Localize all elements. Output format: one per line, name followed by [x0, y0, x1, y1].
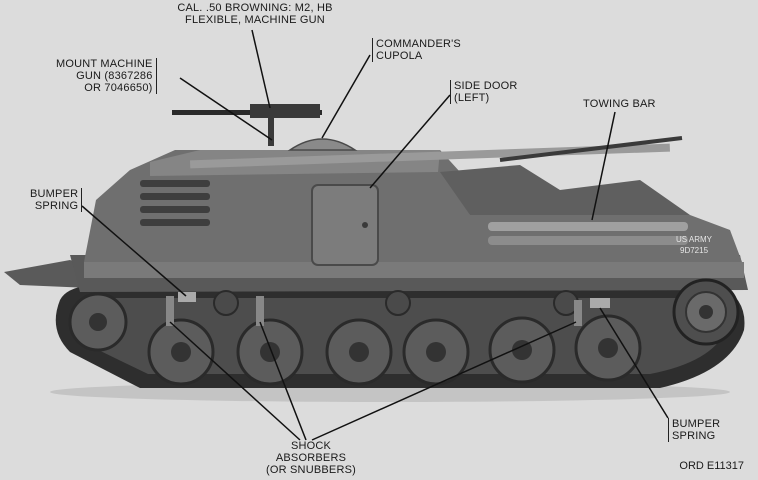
boom-rod — [499, 136, 683, 162]
callout-bumper-right-line-1: BUMPER — [672, 418, 721, 430]
leader-mount — [179, 77, 273, 141]
towing-bar-2 — [488, 236, 688, 245]
shock-absorber-2 — [256, 296, 264, 326]
callout-side-door-line-1: SIDE DOOR — [454, 80, 518, 92]
callout-shock-line-2: ABSORBERS — [275, 452, 347, 464]
callout-browning: CAL. .50 BROWNING: M2, HB FLEXIBLE, MACH… — [150, 2, 360, 26]
callout-cupola-line-1: COMMANDER'S — [376, 38, 461, 50]
cupola — [287, 138, 358, 151]
boom — [190, 143, 670, 169]
leader-bumper-right — [599, 307, 669, 419]
callout-side-door-line-2: (LEFT) — [454, 92, 490, 104]
door-handle — [362, 222, 368, 228]
bumper-spring-front — [178, 292, 196, 302]
callout-bumper-right: BUMPER SPRING — [668, 418, 720, 442]
callout-mount-line-3: OR 7046650) — [84, 82, 153, 94]
machine-gun — [172, 104, 322, 146]
leader-bumper-left — [81, 205, 187, 297]
hull-marking-line-2: 9D7215 — [680, 246, 709, 255]
callout-towing-bar-line-1: TOWING BAR — [583, 98, 656, 110]
callout-mount-line-2: GUN (8367286 — [76, 70, 153, 82]
callout-bumper-left-line-2: SPRING — [34, 200, 79, 212]
callout-shock: SHOCK ABSORBERS (OR SNUBBERS) — [256, 440, 366, 476]
fender — [84, 262, 744, 278]
leader-cupola — [321, 54, 371, 139]
leader-towing-bar — [591, 111, 616, 221]
drive-sprocket — [672, 278, 740, 346]
towing-bar — [488, 222, 688, 231]
ord-number: ORD E11317 — [679, 460, 744, 472]
callout-browning-line-1: CAL. .50 BROWNING: M2, HB — [177, 2, 333, 14]
crane-area — [440, 165, 690, 215]
hull-body — [84, 150, 742, 262]
callout-shock-line-1: SHOCK — [290, 440, 332, 452]
callout-bumper-left-line-1: BUMPER — [30, 188, 79, 200]
front-grille — [140, 180, 210, 226]
leader-shock-3 — [311, 321, 577, 441]
leader-shock-1 — [169, 321, 301, 441]
hull-marking-line-1: US ARMY — [676, 235, 713, 244]
leader-browning — [251, 29, 271, 109]
callout-bumper-right-line-2: SPRING — [672, 430, 716, 442]
road-wheels — [68, 292, 642, 386]
callout-bumper-left: BUMPER SPRING — [30, 188, 83, 212]
callout-mount: MOUNT MACHINE GUN (8367286 OR 7046650) — [56, 58, 157, 94]
side-door — [311, 184, 379, 266]
shock-absorber-3 — [574, 300, 582, 326]
leader-lines — [81, 29, 669, 441]
front-plate — [4, 260, 92, 288]
callout-towing-bar: TOWING BAR — [583, 98, 656, 110]
callout-mount-line-1: MOUNT MACHINE — [56, 58, 153, 70]
callout-cupola: COMMANDER'S CUPOLA — [372, 38, 461, 62]
leader-shock-2 — [259, 321, 307, 441]
callout-shock-line-3: (OR SNUBBERS) — [266, 464, 356, 476]
callout-side-door: SIDE DOOR (LEFT) — [450, 80, 518, 104]
bumper-spring-rear — [590, 298, 610, 308]
shock-absorber-1 — [166, 296, 174, 326]
leader-side-door — [369, 94, 451, 189]
callout-cupola-line-2: CUPOLA — [376, 50, 423, 62]
callout-browning-line-2: FLEXIBLE, MACHINE GUN — [185, 14, 325, 26]
return-rollers — [213, 290, 579, 316]
